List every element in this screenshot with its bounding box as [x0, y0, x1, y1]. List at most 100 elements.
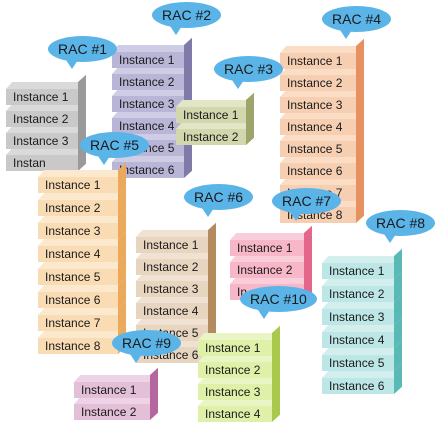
rac-label-bubble: RAC #4	[322, 6, 392, 39]
instance-label: Instance 1	[183, 108, 239, 122]
rac-label-bubble: RAC #7	[272, 188, 342, 221]
instance-label: Instance 2	[205, 363, 261, 377]
instance-label: Instance 7	[45, 316, 101, 330]
instance-block: Instance 1	[6, 74, 86, 105]
instance-block: Instance 1	[280, 38, 364, 69]
instance-block: Instance 5	[322, 340, 402, 371]
rac-stack: Instance 2 Instance 1	[176, 92, 254, 145]
instance-label: Instance 2	[237, 263, 293, 277]
instance-label: Instance 2	[119, 75, 175, 89]
instance-label: Instance 3	[45, 224, 101, 238]
instance-label: Instance 1	[143, 238, 199, 252]
rac-label-bubble: RAC #2	[152, 2, 222, 35]
instance-block: Instance 2	[280, 60, 364, 91]
instance-label: Instance 1	[45, 178, 101, 192]
rac-label-bubble: RAC #1	[48, 36, 118, 69]
instance-label: Instance 2	[287, 76, 343, 90]
instance-block: Instance 3	[6, 118, 86, 149]
instance-block: Instance 3	[280, 82, 364, 113]
instance-label: Instance 3	[205, 385, 261, 399]
instance-label: Instance 5	[287, 142, 343, 156]
instance-block: Instance 7	[38, 300, 126, 331]
rac-label-bubble: RAC #10	[240, 286, 317, 319]
instance-block: Instance 2	[230, 247, 312, 278]
instance-block: Instance 1	[322, 248, 402, 279]
instance-label: Instance 3	[119, 97, 175, 111]
instance-label: Instance 6	[119, 163, 175, 177]
instance-label: Instance 2	[183, 130, 239, 144]
instance-block: Instance 1	[198, 325, 280, 356]
instance-label: Instance 2	[81, 405, 137, 419]
instance-label: Instance 2	[45, 201, 101, 215]
instance-block: Instance 3	[112, 81, 192, 112]
instance-block: Instance 8	[38, 323, 126, 354]
instance-label: Instance 2	[329, 287, 385, 301]
instance-label: Instance 6	[329, 379, 385, 393]
instance-label: Instance 3	[13, 134, 69, 148]
instance-block: Instance 6	[280, 148, 364, 179]
instance-block: Instance 3	[198, 369, 280, 400]
instance-block: Instance 2	[136, 244, 216, 275]
instance-block: Instance 2	[6, 96, 86, 127]
instance-label: Instan	[13, 156, 46, 170]
instance-block: Instance 1	[136, 222, 216, 253]
instance-block: Instance 3	[136, 266, 216, 297]
instance-block: Instance 2	[198, 347, 280, 378]
rac-stack: Instance 6 Instance 5 Instance 4 Instance 3…	[322, 248, 402, 394]
rac-label-bubble: RAC #5	[80, 132, 150, 165]
instance-label: Instance 1	[329, 264, 385, 278]
instance-block: Instance 3	[38, 208, 126, 239]
instance-block: Instance 2	[74, 389, 158, 420]
instance-label: Instance 1	[237, 241, 293, 255]
instance-label: Instance 4	[143, 304, 199, 318]
instance-label: Instance 4	[329, 333, 385, 347]
instance-label: Instance 1	[119, 53, 175, 67]
instance-block: Instance 3	[322, 294, 402, 325]
instance-label: Instance 1	[287, 54, 343, 68]
instance-block: Instance 1	[230, 225, 312, 256]
instance-label: Instance 4	[287, 120, 343, 134]
instance-block: Instance 4	[280, 104, 364, 135]
rac-label-bubble: RAC #8	[366, 210, 436, 243]
instance-block: Instance 2	[112, 59, 192, 90]
instance-block: Instance 6	[38, 277, 126, 308]
instance-block: Instance 5	[38, 254, 126, 285]
instance-block: Instance 1	[74, 367, 158, 398]
instance-block: Instance 1	[176, 92, 254, 123]
rac-label-bubble: RAC #9	[112, 330, 182, 363]
instance-label: Instance 3	[287, 98, 343, 112]
rac-stack: Instan Instance 3 Instance 2 Instance 1	[6, 74, 86, 171]
instance-block: Instance 2	[38, 185, 126, 216]
instance-label: Instance 1	[205, 341, 261, 355]
instance-label: Instance 6	[287, 164, 343, 178]
instance-label: In	[237, 285, 248, 299]
instance-block: Instance 4	[38, 231, 126, 262]
rac-stack: Instance 2 Instance 1	[74, 367, 158, 420]
instance-block: Instance 4	[112, 103, 192, 134]
instance-label: Instance 5	[329, 356, 385, 370]
instance-block: Instance 1	[38, 162, 126, 193]
rac-label-bubble: RAC #6	[184, 184, 254, 217]
instance-block: Instance 4	[136, 288, 216, 319]
instance-label: Instance 3	[143, 282, 199, 296]
rac-label-bubble: RAC #3	[214, 56, 284, 89]
instance-label: Instance 8	[45, 339, 101, 353]
instance-block: Instance 2	[176, 114, 254, 145]
instance-block: Instance 4	[322, 317, 402, 348]
instance-label: Instance 6	[45, 293, 101, 307]
instance-block: Instance 6	[322, 363, 402, 394]
instance-label: Instance 2	[13, 112, 69, 126]
instance-label: Instance 4	[45, 247, 101, 261]
instance-label: Instance 3	[329, 310, 385, 324]
rac-stack: Instance 8 Instance 7 Instance 6 Instance 5…	[38, 162, 126, 354]
instance-block: Instance 5	[280, 126, 364, 157]
instance-block: Instance 6	[112, 147, 192, 178]
instance-block: Instan	[6, 140, 86, 171]
instance-label: Instance 1	[13, 90, 69, 104]
instance-block: Instance 2	[322, 271, 402, 302]
instance-label: Instance 5	[45, 270, 101, 284]
instance-block: Instance 1	[112, 37, 192, 68]
instance-label: Instance 4	[119, 119, 175, 133]
instance-label: Instance 2	[143, 260, 199, 274]
